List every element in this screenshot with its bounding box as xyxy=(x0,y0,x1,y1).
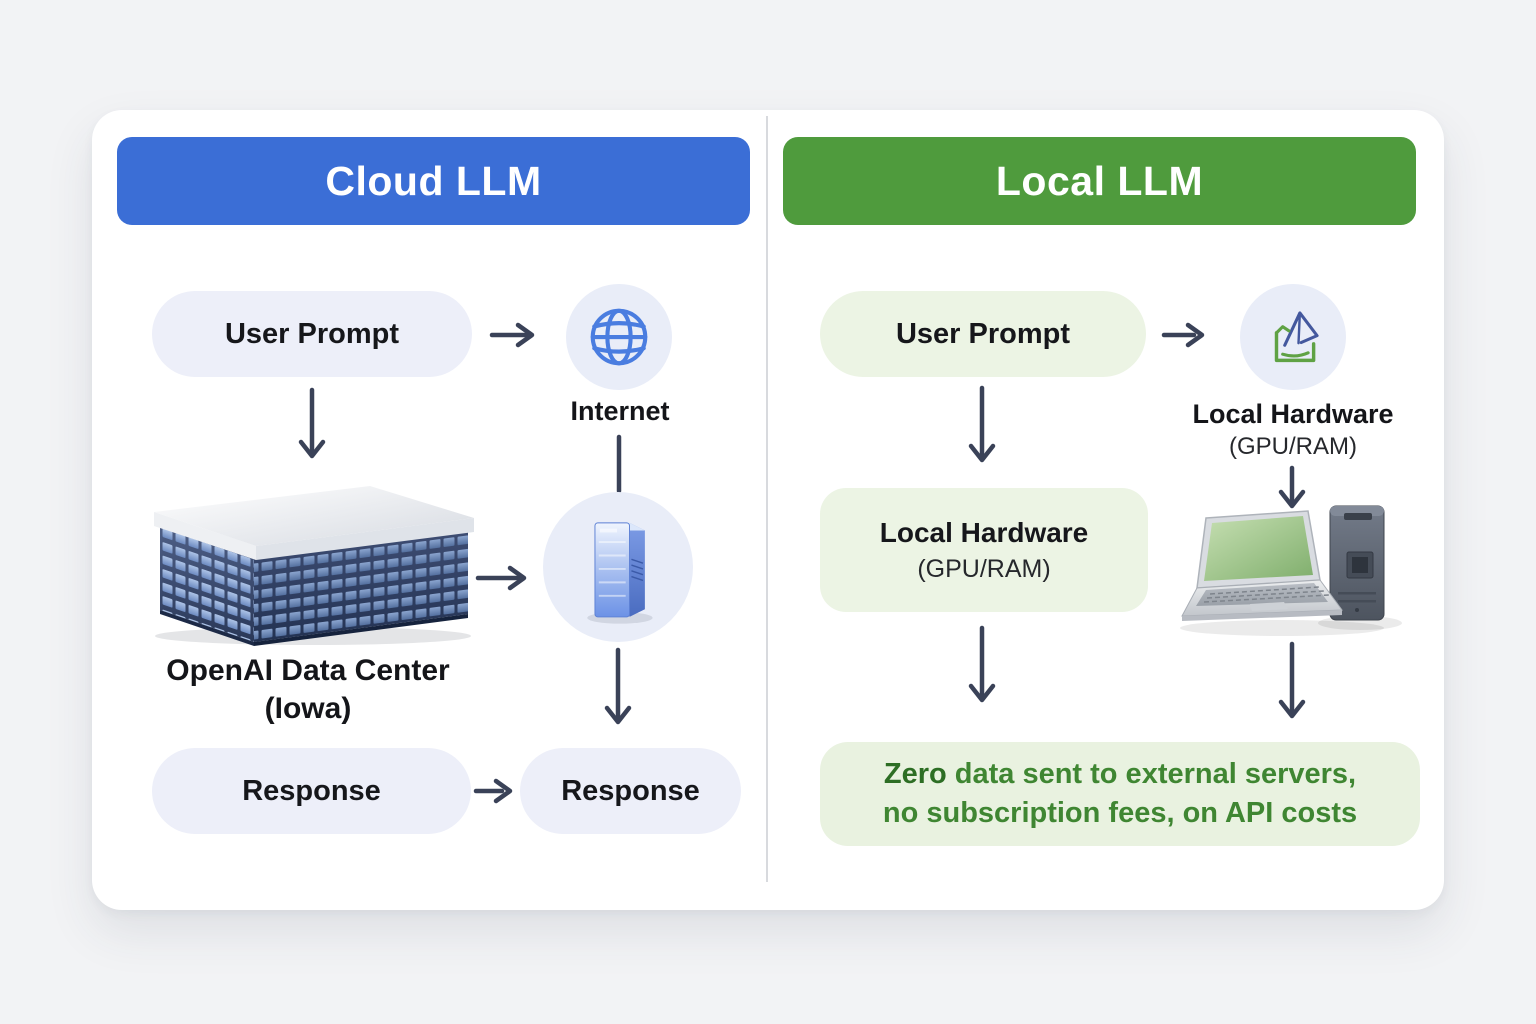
hw-icon-label-line2: (GPU/RAM) xyxy=(1229,433,1357,460)
arrow-computer-to-benefit xyxy=(1278,641,1306,719)
cloud-user-prompt-pill: User Prompt xyxy=(152,291,472,377)
server-tower-icon xyxy=(587,522,653,624)
line-internet-to-relay xyxy=(616,434,622,494)
cloud-llm-header: Cloud LLM xyxy=(117,137,750,225)
local-user-prompt-pill: User Prompt xyxy=(820,291,1146,377)
globe-icon xyxy=(590,308,648,366)
cloud-response-pill-right: Response xyxy=(520,748,741,834)
local-hardware-icon-label: Local Hardware (GPU/RAM) xyxy=(1158,397,1428,463)
arrow-cloud-prompt-to-datacenter xyxy=(298,387,326,459)
hw-box-line1: Local Hardware xyxy=(879,517,1089,548)
cloud-user-prompt-label: User Prompt xyxy=(224,317,400,350)
local-llm-header: Local LLM xyxy=(783,137,1416,225)
hw-icon-label-line1: Local Hardware xyxy=(1192,399,1394,429)
local-llm-title: Local LLM xyxy=(995,157,1204,204)
benefit-bold-word: Zero xyxy=(883,758,947,790)
arrow-datacenter-to-relay xyxy=(475,565,527,591)
datacenter-label: OpenAI Data Center (Iowa) xyxy=(118,652,498,728)
internet-circle xyxy=(566,284,672,390)
panel-divider xyxy=(766,116,768,882)
arrow-hwlabel-to-computer xyxy=(1278,465,1306,509)
arrow-hwbox-to-benefit xyxy=(968,625,996,703)
cloud-llm-title: Cloud LLM xyxy=(325,157,542,204)
hw-box-line2: (GPU/RAM) xyxy=(917,555,1051,583)
document-chip-icon xyxy=(1274,311,1319,363)
arrow-local-prompt-to-hardware xyxy=(1161,322,1205,348)
cloud-response-left-label: Response xyxy=(242,774,381,807)
local-hardware-icon-circle xyxy=(1240,284,1346,390)
laptop-and-tower-illustration xyxy=(1180,505,1402,636)
benefit-line2: no subscription fees, on API costs xyxy=(882,797,1358,829)
arrow-cloud-prompt-to-internet xyxy=(489,322,535,348)
arrow-response-to-response xyxy=(473,778,513,804)
local-benefit-box: Zero data sent to external servers, no s… xyxy=(820,742,1420,846)
datacenter-label-line2: (Iowa) xyxy=(264,692,352,725)
datacenter-label-line1: OpenAI Data Center xyxy=(166,654,450,687)
relay-server-circle xyxy=(543,492,693,642)
arrow-local-prompt-to-hwbox xyxy=(968,385,996,463)
cloud-response-right-label: Response xyxy=(561,774,700,807)
cloud-response-pill-left: Response xyxy=(152,748,471,834)
benefit-line1-rest: data sent to external servers, xyxy=(946,758,1357,790)
benefit-line1: Zero data sent to external servers, xyxy=(884,755,1356,794)
local-hardware-box: Local Hardware (GPU/RAM) xyxy=(820,488,1148,612)
local-user-prompt-label: User Prompt xyxy=(895,317,1071,350)
datacenter-building-illustration xyxy=(154,486,474,646)
arrow-relay-to-response xyxy=(604,647,632,725)
internet-label: Internet xyxy=(570,396,670,426)
